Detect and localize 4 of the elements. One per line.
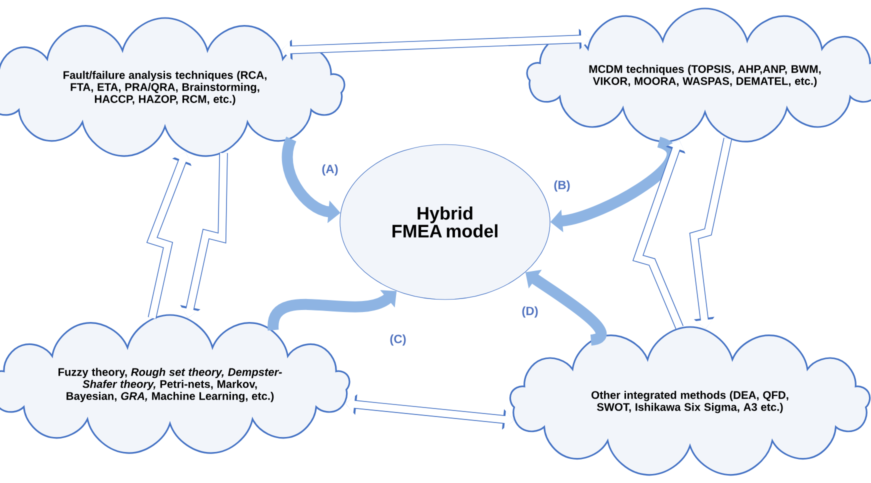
edge-label: (A)	[322, 164, 338, 176]
edge-label: (B)	[554, 180, 570, 192]
edge-label: (C)	[390, 334, 406, 346]
edge-label: (D)	[522, 306, 538, 318]
